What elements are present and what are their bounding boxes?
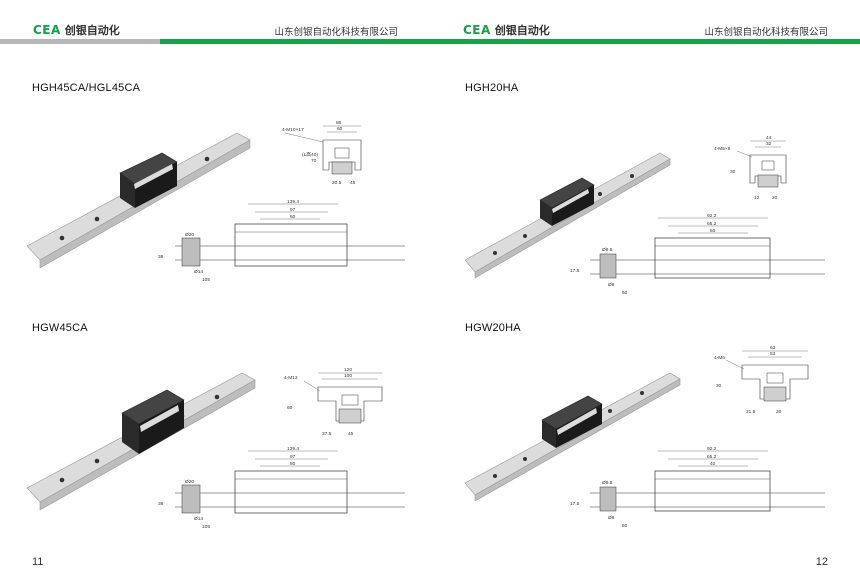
svg-text:Ø14: Ø14	[194, 269, 203, 275]
svg-text:Ø6: Ø6	[608, 282, 615, 288]
svg-text:38: 38	[158, 254, 164, 260]
rail-3d-image-hgh20ha	[464, 152, 671, 279]
svg-text:Ø14: Ø14	[194, 516, 203, 522]
svg-text:86: 86	[336, 120, 342, 126]
svg-text:4-M12: 4-M12	[284, 375, 298, 381]
svg-text:4-M5×6: 4-M5×6	[714, 146, 731, 152]
svg-text:63: 63	[770, 345, 776, 351]
svg-text:Ø6: Ø6	[608, 515, 615, 521]
brand-logo: CEA 创银自动化	[33, 22, 120, 38]
svg-text:Ø20: Ø20	[185, 479, 194, 485]
header-bar-green	[160, 39, 430, 44]
svg-text:120: 120	[344, 367, 352, 373]
svg-text:20: 20	[772, 195, 778, 201]
model-title-hgh45ca: HGH45CA/HGL45CA	[32, 82, 141, 94]
side-view-drawing-hgw45ca: 139.4 97 80 38 Ø20 Ø14 105	[158, 446, 405, 530]
side-view-drawing-hgw20ha: 92.2 65.2 40 17.5 Ø9.5 Ø6 60	[570, 446, 825, 529]
svg-text:45: 45	[348, 431, 354, 437]
svg-text:4-M10×17: 4-M10×17	[282, 127, 304, 133]
logo-mark: CEA	[463, 23, 491, 37]
logo-mark: CEA	[33, 23, 61, 37]
header-bar-gray	[0, 39, 160, 44]
svg-text:139.4: 139.4	[287, 446, 299, 452]
svg-text:4-M6: 4-M6	[714, 355, 725, 361]
front-view-drawing-hgh45ca: 4-M10×17 86 60 (L高40) 70 20.5 45	[282, 120, 362, 186]
company-name: 山东创银自动化科技有限公司	[704, 27, 828, 38]
front-view-drawing-hgw20ha: 4-M6 63 53 30 21.5 20	[714, 345, 809, 415]
page-header: CEA 创银自动化 山东创银自动化科技有限公司	[430, 0, 860, 48]
rail-3d-image-hgw20ha	[464, 372, 681, 502]
model-title-hgw20ha: HGW20HA	[465, 322, 521, 334]
front-view-drawing-hgh20ha: 4-M5×6 44 32 30 12 20	[714, 135, 787, 201]
model-title-hgw45ca: HGW45CA	[32, 322, 88, 334]
front-view-drawing-hgw45ca: 4-M12 120 100 60 37.5 45	[284, 367, 383, 437]
svg-text:40: 40	[710, 461, 716, 467]
svg-text:Ø9.5: Ø9.5	[602, 480, 613, 486]
svg-text:60: 60	[622, 523, 628, 529]
rail-3d-image-hgw45ca	[26, 372, 256, 511]
svg-text:60: 60	[337, 126, 343, 132]
svg-text:60: 60	[290, 214, 296, 220]
catalog-page-left: CEA 创银自动化 山东创银自动化科技有限公司 HGH45CA/HGL45CA …	[0, 0, 430, 568]
svg-text:70: 70	[311, 158, 317, 164]
svg-text:60: 60	[287, 405, 293, 411]
svg-text:100: 100	[344, 373, 352, 379]
header-bar-green	[430, 39, 860, 44]
svg-text:65.2: 65.2	[707, 221, 717, 227]
svg-text:60: 60	[622, 290, 628, 296]
company-name: 山东创银自动化科技有限公司	[274, 27, 398, 38]
page-number: 11	[32, 556, 44, 568]
page-number: 12	[815, 556, 828, 568]
svg-text:92.2: 92.2	[707, 213, 717, 219]
svg-text:12: 12	[754, 195, 760, 201]
svg-text:105: 105	[202, 277, 210, 283]
svg-text:38: 38	[158, 501, 164, 507]
svg-text:53: 53	[770, 351, 776, 357]
svg-text:17.5: 17.5	[570, 501, 580, 507]
svg-text:30: 30	[716, 383, 722, 389]
brand-logo: CEA 创银自动化	[463, 22, 550, 38]
rail-3d-image-hgh45ca	[26, 132, 251, 269]
svg-text:45: 45	[350, 180, 356, 186]
svg-text:92.2: 92.2	[707, 446, 717, 452]
side-view-drawing-hgh20ha: 92.2 65.2 50 17.5 Ø9.5 Ø6 60	[570, 213, 825, 296]
svg-text:Ø9.5: Ø9.5	[602, 247, 613, 253]
model-title-hgh20ha: HGH20HA	[465, 82, 519, 94]
svg-text:32: 32	[766, 141, 772, 147]
svg-text:97: 97	[290, 454, 296, 460]
svg-text:20.5: 20.5	[332, 180, 342, 186]
catalog-page-right: CEA 创银自动化 山东创银自动化科技有限公司 HGH20HA 4-M5×6 4…	[430, 0, 860, 587]
svg-text:37.5: 37.5	[322, 431, 332, 437]
svg-text:65.2: 65.2	[707, 454, 717, 460]
svg-text:Ø20: Ø20	[185, 232, 194, 238]
svg-text:97: 97	[290, 207, 296, 213]
svg-text:80: 80	[290, 461, 296, 467]
side-view-drawing-hgh45ca: 139.4 97 60 38 Ø20 Ø14 105	[158, 199, 405, 283]
svg-text:20: 20	[776, 409, 782, 415]
svg-text:44: 44	[766, 135, 772, 141]
svg-text:30: 30	[730, 169, 736, 175]
page-header: CEA 创银自动化 山东创银自动化科技有限公司	[0, 0, 430, 48]
logo-text: 创银自动化	[494, 25, 550, 37]
svg-text:(L高40): (L高40)	[302, 151, 318, 158]
svg-text:139.4: 139.4	[287, 199, 299, 205]
svg-text:21.5: 21.5	[746, 409, 756, 415]
svg-text:17.5: 17.5	[570, 268, 580, 274]
svg-text:105: 105	[202, 524, 210, 530]
logo-text: 创银自动化	[64, 25, 120, 37]
svg-text:50: 50	[710, 228, 716, 234]
